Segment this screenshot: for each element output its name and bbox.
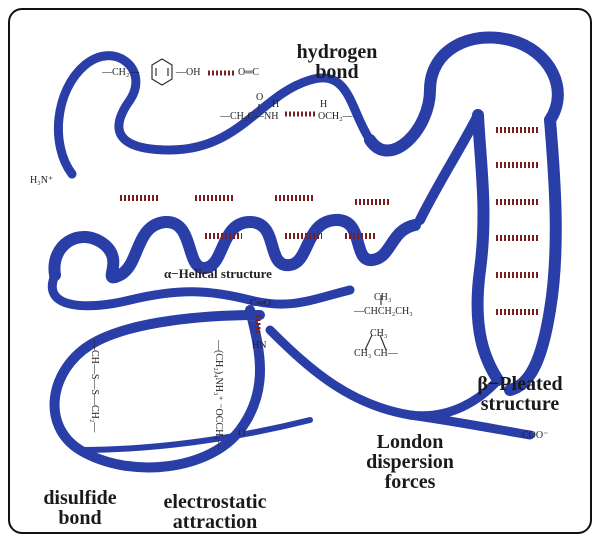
ionic-chain-label: —(CH₂)₄NH₃⁺ ⁻OCCH₂— [213,340,224,450]
ribbon-beta-strand-1 [471,109,504,386]
label-london-dispersion: London dispersion forces [355,432,465,492]
ribbon-upper-right-loop [364,31,564,157]
nh-hydrogen-label: H [272,99,280,110]
ribbon-lower-return [48,270,355,311]
c-terminus-label: COO⁻ [522,430,549,441]
carbonyl-top-label: O═C [238,67,259,78]
ribbon-bottom-sweep [77,417,313,453]
label-disulfide-line2: bond [58,507,102,529]
ribbon-beta-strand-2 [504,114,562,396]
n-terminus-label: H₃N⁺ [30,175,54,186]
amide-chain-label: —CH₂C—NH [220,111,279,122]
och2-hydrogen-label: H [320,99,328,110]
ribbon-beta-connector [415,110,483,225]
label-beta-pleated: β−Pleated structure [462,374,578,414]
label-electrostatic: electrostatic attraction [150,492,280,532]
ribbon-c-terminus [405,410,535,440]
leucine-ch3-top-label: CH₃ [374,292,392,303]
tyrosine-chain-label: —CH₂— [102,67,140,78]
label-disulfide: disulfide bond [30,488,130,528]
label-electrostatic-line1: electrostatic [163,491,267,513]
leucine-branch-2 [364,334,373,351]
label-electrostatic-line2: attraction [172,511,258,533]
ionic-oxygen-label: O [238,428,246,439]
label-london-line3: forces [384,471,436,493]
disulfide-chain-label: —CH—S—S—CH₂— [89,340,100,433]
helix-carbonyl-label: C═O [250,298,271,309]
protein-ribbon-svg [48,31,564,473]
label-alpha-helical: α−Helical structure [164,266,272,281]
ribbon-c-terminal-strand [265,325,503,421]
label-disulfide-line1: disulfide [43,487,117,509]
label-beta-line1: β−Pleated [477,373,563,395]
tyrosine-oh-label: —OH [176,67,201,78]
och2-label: OCH₂— [318,111,353,122]
leucine-ch-label: CH₃ CH— [354,348,398,359]
amide-oxygen-label: O [256,92,264,103]
label-hydrogen-bond: hydrogen bond [282,42,392,82]
ribbon-n-terminal-loop [53,51,375,179]
diagram-frame: hydrogen bond β−Pleated structure α−Heli… [8,8,592,534]
tyrosine-ring [151,58,173,86]
helix-nh-label: HN [252,340,267,351]
label-london-line2: dispersion [366,451,454,473]
leucine-branch-3 [379,334,387,351]
leucine-ch3-bottom-label: CH₃ [370,328,388,339]
label-beta-line2: structure [480,393,560,415]
label-london-line1: London [376,431,444,453]
leucine-chain-label: —CHCH₂CH₃ [354,306,413,317]
label-hydrogen-line2: bond [315,61,359,83]
label-hydrogen-line1: hydrogen [296,41,378,63]
ribbon-alpha-helix [48,214,421,284]
